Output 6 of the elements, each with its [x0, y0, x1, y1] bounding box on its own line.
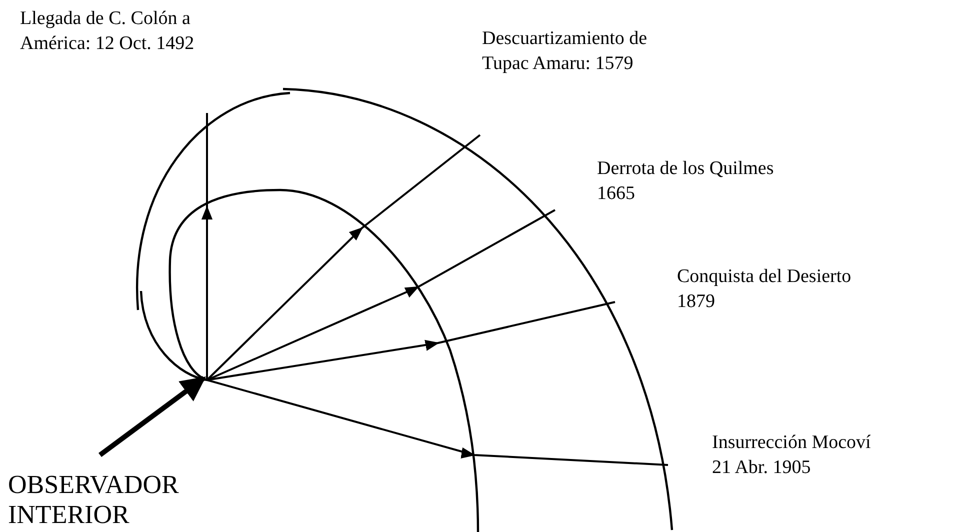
event-label: Descuartizamiento de Tupac Amaru: 1579 — [482, 26, 687, 76]
event-label: Conquista del Desierto 1879 — [677, 264, 882, 314]
event-label: Llegada de C. Colón a América: 12 Oct. 1492 — [20, 6, 235, 56]
event-label: Insurrección Mocoví 21 Abr. 1905 — [712, 430, 892, 480]
observer-label: OBSERVADOR INTERIOR — [8, 470, 268, 530]
event-label: Derrota de los Quilmes 1665 — [597, 156, 802, 206]
